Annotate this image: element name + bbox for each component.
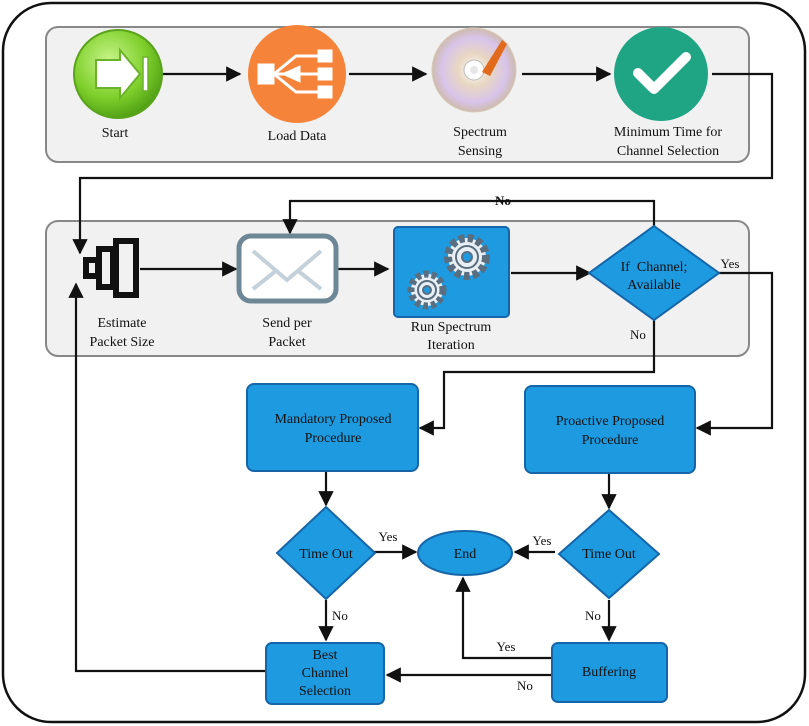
edge-label-yes-channel: Yes <box>721 256 740 271</box>
best-channel-label-3: Selection <box>299 684 351 699</box>
gears-icon <box>407 234 490 310</box>
run-spectrum-label-2: Iteration <box>427 338 474 353</box>
edge-no-channel <box>418 320 656 436</box>
timeout-left-diamond <box>275 505 377 601</box>
best-channel-node <box>265 642 385 705</box>
estimate-packet-label-2: Packet Size <box>90 335 155 350</box>
estimate-packet-node <box>83 238 139 298</box>
edge-label-yes-right: Yes <box>533 533 552 548</box>
timeout-left-label: Time Out <box>299 547 353 562</box>
run-spectrum-label-1: Run Spectrum <box>411 320 492 335</box>
start-label: Start <box>102 126 129 141</box>
edge-no-top <box>282 199 656 235</box>
send-packet-label-2: Packet <box>268 335 305 350</box>
packet-icon <box>83 238 139 298</box>
edge-label-no-left: No <box>332 608 348 623</box>
proactive-node <box>524 385 696 474</box>
end-label: End <box>454 547 477 562</box>
best-channel-label-1: Best <box>313 648 338 663</box>
load-data-label: Load Data <box>268 129 327 144</box>
spectrum-sensing-node <box>431 27 517 113</box>
min-time-label-1: Minimum Time for <box>614 125 722 140</box>
estimate-packet-label-1: Estimate <box>98 316 147 331</box>
spectrum-sensing-label-2: Sensing <box>458 144 502 159</box>
edge-best-estimate <box>68 282 266 673</box>
edge-label-no-top: No <box>495 193 511 208</box>
edge-mintime-estimate <box>72 72 774 255</box>
edge-label-no-buffer: No <box>517 678 533 693</box>
mandatory-label-1: Mandatory Proposed <box>274 412 391 427</box>
mandatory-label-2: Procedure <box>305 431 362 446</box>
mandatory-node <box>246 383 419 472</box>
edge-yes-channel <box>695 271 774 436</box>
proactive-label-1: Proactive Proposed <box>556 414 664 429</box>
hierarchy-icon <box>257 49 333 99</box>
edge-label-no-right: No <box>585 608 601 623</box>
top-panel <box>45 26 750 163</box>
start-node <box>73 29 163 119</box>
if-channel-label-1: If Channel; <box>621 260 688 275</box>
edge-label-no-channel: No <box>630 327 646 342</box>
edge-yes-buffer <box>455 576 552 660</box>
send-packet-label-1: Send per <box>262 316 312 331</box>
timeout-right-diamond <box>557 508 661 600</box>
envelope-icon <box>251 249 323 283</box>
min-time-label-2: Channel Selection <box>617 144 719 159</box>
min-time-node <box>614 27 708 121</box>
edge-label-yes-buffer: Yes <box>497 639 516 654</box>
proactive-label-2: Procedure <box>582 433 639 448</box>
edge-label-yes-left: Yes <box>379 529 398 544</box>
buffering-node <box>551 642 668 703</box>
run-spectrum-node <box>393 226 510 318</box>
load-data-node <box>248 25 346 123</box>
if-channel-diamond <box>587 224 721 322</box>
arrow-right-icon <box>95 47 142 101</box>
end-node <box>417 530 513 576</box>
spectrum-sensing-label-1: Spectrum <box>453 125 507 140</box>
buffering-label: Buffering <box>582 665 636 680</box>
if-channel-label-2: Available <box>627 278 680 293</box>
send-packet-node <box>236 233 339 304</box>
cd-icon <box>482 40 507 76</box>
checkmark-icon <box>633 52 691 94</box>
timeout-right-label: Time Out <box>582 547 636 562</box>
best-channel-label-2: Channel <box>302 666 349 681</box>
